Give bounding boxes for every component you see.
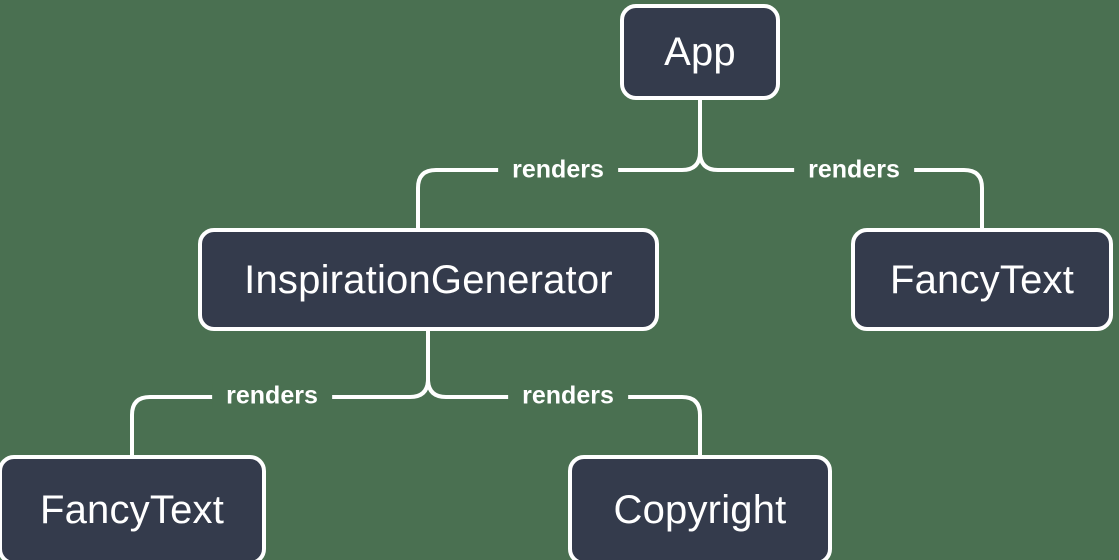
node-fancy-text-right-label: FancyText [889,257,1075,302]
node-fancy-text-right[interactable]: FancyText [851,228,1113,331]
node-app-label: App [664,30,736,74]
edge-label-app-to-inspirationgenerator: renders [498,157,618,183]
edge-inspirationgenerator-to-copyright [426,378,702,455]
edge-label-inspirationgenerator-to-fancytext-left: renders [212,383,332,409]
edge-app-to-inspirationgenerator [416,151,702,228]
edge-app-to-fancytext-right [698,151,984,228]
edge-label-app-to-fancytext-right: renders [794,157,914,183]
node-inspiration-generator-label: InspirationGenerator [244,257,613,302]
node-copyright-label: Copyright [613,488,787,532]
node-app[interactable]: App [620,4,780,100]
node-copyright[interactable]: Copyright [568,455,832,560]
edge-inspirationgenerator-to-fancytext-left [130,378,430,455]
node-fancy-text-left-label: FancyText [39,488,225,532]
node-inspiration-generator[interactable]: InspirationGenerator [198,228,659,331]
edge-label-inspirationgenerator-to-copyright: renders [508,383,628,409]
node-fancy-text-left[interactable]: FancyText [0,455,266,560]
